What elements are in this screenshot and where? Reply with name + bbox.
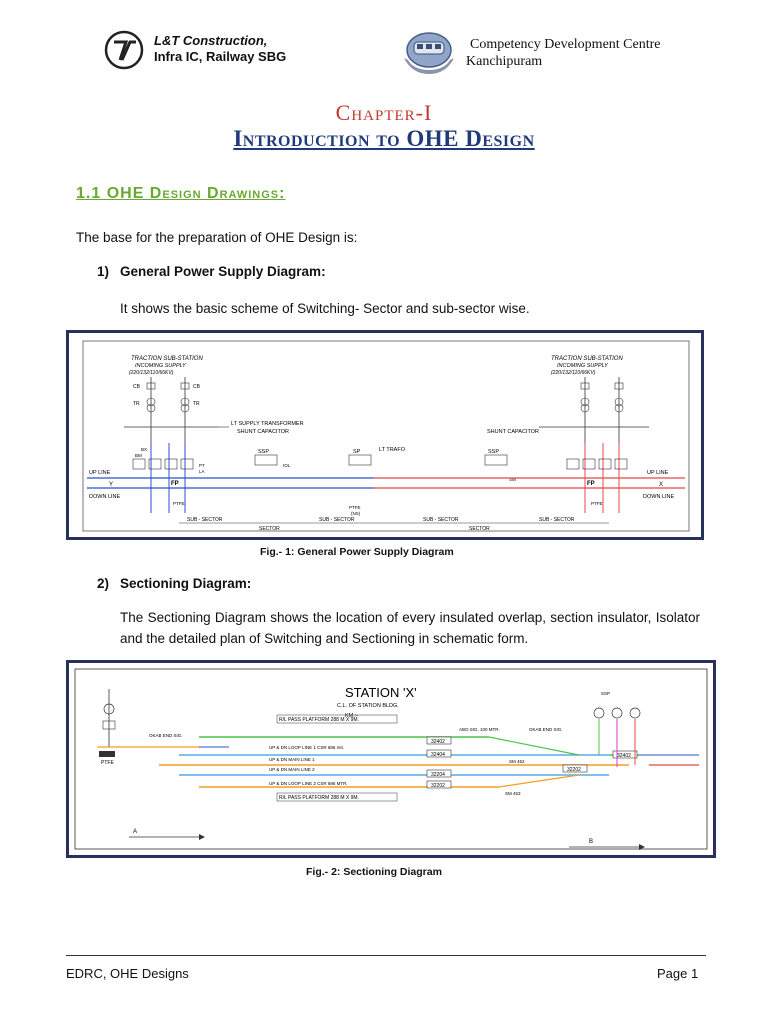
iol-label-1: IOL bbox=[283, 463, 291, 468]
figure-1-caption: Fig.- 1: General Power Supply Diagram bbox=[260, 546, 454, 558]
fp-left: FP bbox=[171, 481, 179, 487]
item-2-title: Sectioning Diagram: bbox=[120, 576, 252, 591]
la-label-1: LA bbox=[199, 469, 205, 474]
ssp-right-label: SSP bbox=[488, 449, 499, 455]
item-1-title: General Power Supply Diagram: bbox=[120, 264, 326, 279]
ssp-label-2: SSP bbox=[601, 691, 610, 696]
ptfe-label: PTFE bbox=[101, 760, 114, 766]
sm-label: SM bbox=[509, 477, 516, 482]
sm-452: SM 452 bbox=[509, 759, 525, 764]
pt-label-1: PT bbox=[199, 463, 205, 468]
item-1-number: 1) bbox=[97, 264, 110, 279]
cb-label-2: CB bbox=[193, 384, 201, 390]
power-supply-diagram: TRACTION SUB-STATION INCOMING SUPPLY (22… bbox=[82, 340, 690, 532]
okab-right: OKAB END SIG. bbox=[529, 727, 563, 732]
section-intro: The base for the preparation of OHE Desi… bbox=[76, 230, 358, 245]
company-name: L&T Construction, Infra IC, Railway SBG bbox=[154, 33, 286, 65]
direction-b: B bbox=[589, 839, 593, 845]
ptfe-mid-label: PTFE bbox=[349, 505, 361, 510]
cdc-logo bbox=[398, 28, 460, 78]
tss-right-label: TRACTION SUB-STATION bbox=[551, 356, 623, 362]
centre-line-1: Competency Development Centre bbox=[470, 37, 661, 52]
box-32404: 32404 bbox=[431, 752, 445, 758]
sub-sector-1: SUB - SECTOR bbox=[187, 517, 223, 523]
ns-label: (NS) bbox=[351, 511, 361, 516]
company-line-1: L&T Construction, bbox=[154, 33, 268, 48]
down-line-right: DOWN LINE bbox=[643, 494, 675, 500]
footer-left-text: EDRC, OHE Designs bbox=[66, 966, 189, 981]
figure-2-caption: Fig.- 2: Sectioning Diagram bbox=[306, 866, 442, 878]
y-label: Y bbox=[109, 482, 113, 488]
tss-left-label: TRACTION SUB-STATION bbox=[131, 356, 203, 362]
ssp-left-label: SSP bbox=[258, 449, 269, 455]
cb-label-1: CB bbox=[133, 384, 141, 390]
box-32402-a: 32402 bbox=[431, 739, 445, 745]
ptfe-left-label: PTFE bbox=[173, 501, 185, 506]
up-dn-loop-1: UP & DN LOOP LINE 1 CSR 686 mtr. bbox=[269, 745, 344, 750]
ptfe-right-label: PTFE bbox=[591, 501, 603, 506]
footer-divider bbox=[66, 955, 706, 956]
chapter-title: Chapter-I bbox=[335, 100, 433, 125]
up-dn-main-1: UP & DN MAIN LINE 1 bbox=[269, 757, 315, 762]
tss-left-sub: INCOMING SUPPLY bbox=[135, 363, 186, 369]
figure-1-frame: TRACTION SUB-STATION INCOMING SUPPLY (22… bbox=[66, 330, 704, 540]
box-32202-b: 32202 bbox=[567, 767, 581, 773]
tss-left-kv: (220/132/110/66KV) bbox=[129, 370, 174, 376]
lt-supply-label: LT SUPPLY TRANSFORMER bbox=[231, 421, 304, 427]
sub-sector-4: SUB - SECTOR bbox=[539, 517, 575, 523]
sectioning-diagram: STATION 'X' C.L. OF STATION BLDG. KM.:- … bbox=[74, 668, 708, 850]
station-label: STATION 'X' bbox=[345, 685, 417, 700]
figure-2-frame: STATION 'X' C.L. OF STATION BLDG. KM.:- … bbox=[66, 660, 716, 858]
item-2-text: The Sectioning Diagram shows the locatio… bbox=[120, 610, 700, 646]
okab-left: OKAB END SIG. bbox=[149, 733, 183, 738]
km-label: KM.:- bbox=[345, 713, 358, 719]
direction-a: A bbox=[133, 829, 137, 835]
page-number: Page 1 bbox=[657, 966, 699, 981]
rl-platform-bottom: R/L PASS PLATFORM 288 M X 9M. bbox=[279, 795, 359, 801]
up-line-left: UP LINE bbox=[89, 470, 111, 476]
sp-label: SP bbox=[353, 449, 361, 455]
shunt-right-label: SHUNT CAPACITOR bbox=[487, 429, 539, 435]
lt-trafo-label: LT TRAFO bbox=[379, 447, 406, 453]
cl-label: C.L. OF STATION BLDG. bbox=[337, 703, 399, 709]
sector-1: SECTOR bbox=[259, 526, 280, 532]
up-line-right: UP LINE bbox=[647, 470, 669, 476]
bx-label: BX bbox=[141, 447, 147, 452]
company-line-2: Infra IC, Railway SBG bbox=[154, 49, 287, 64]
tr-label-2: TR bbox=[193, 401, 200, 407]
tss-right-sub: INCOMING SUPPLY bbox=[557, 363, 608, 369]
tss-right-kv: (220/132/110/66KV) bbox=[551, 370, 596, 376]
box-32202-a: 32202 bbox=[431, 783, 445, 789]
sector-2: SECTOR bbox=[469, 526, 490, 532]
centre-line-2: Kanchipuram bbox=[466, 54, 543, 69]
sm-453: SM 453 bbox=[505, 791, 521, 796]
box-32204: 32204 bbox=[431, 772, 445, 778]
x-label: X bbox=[659, 482, 663, 488]
lt-logo bbox=[104, 30, 144, 70]
item-2-number: 2) bbox=[97, 576, 110, 591]
centre-name: Competency Development Centre Kanchipura… bbox=[466, 36, 661, 70]
chapter-subtitle: Introduction to OHE Design bbox=[233, 126, 535, 151]
sub-sector-2: SUB - SECTOR bbox=[319, 517, 355, 523]
bm-label-1: BM bbox=[135, 453, 142, 458]
sub-sector-3: SUB - SECTOR bbox=[423, 517, 459, 523]
fp-right: FP bbox=[587, 481, 595, 487]
item-1-text: It shows the basic scheme of Switching- … bbox=[120, 301, 530, 316]
tr-label-1: TR bbox=[133, 401, 140, 407]
up-dn-loop-2: UP & DN LOOP LINE 2 CSR 686 MTR. bbox=[269, 781, 348, 786]
abo-label: ABO SIG. 100 MTR. bbox=[459, 727, 500, 732]
down-line-left: DOWN LINE bbox=[89, 494, 121, 500]
rl-platform-top: R/L PASS PLATFORM 288 M X 9M. bbox=[279, 717, 359, 723]
shunt-left-label: SHUNT CAPACITOR bbox=[237, 429, 289, 435]
section-heading: 1.1 OHE Design Drawings: bbox=[76, 185, 286, 202]
box-32402-b: 32402 bbox=[617, 753, 631, 759]
up-dn-main-2: UP & DN MAIN LINE 2 bbox=[269, 767, 315, 772]
